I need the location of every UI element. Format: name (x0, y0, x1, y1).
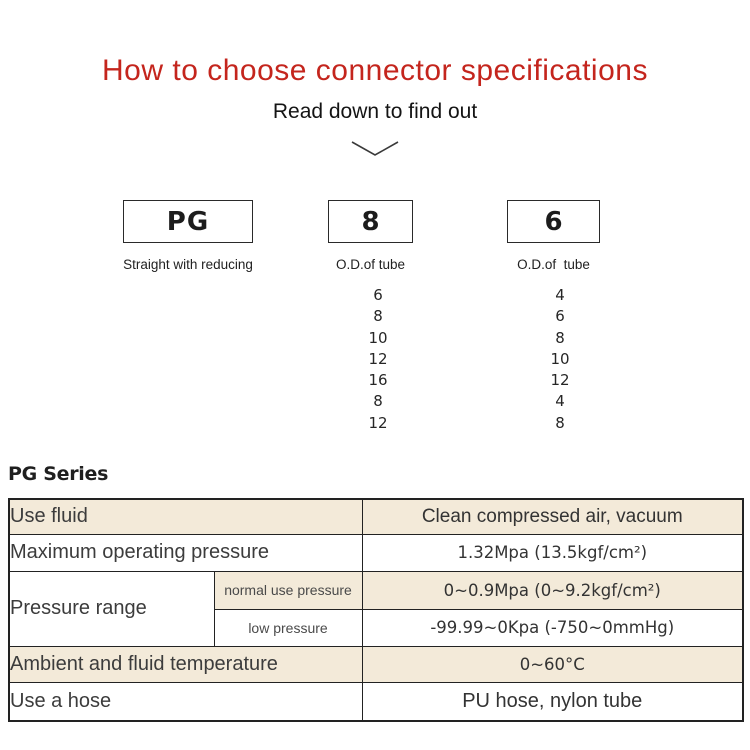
tube-size-option: 10 (368, 328, 388, 347)
row-value: -99.99~0Kpa (-750~0mmHg) (361, 608, 744, 647)
tube-size-option: 8 (555, 413, 565, 432)
chevron-down-icon (351, 141, 399, 156)
page-subtitle: Read down to find out (272, 100, 478, 123)
page-title: How to choose connector specifications (102, 54, 648, 87)
tube-size-option: 10 (550, 349, 570, 368)
row-sublabel: normal use pressure (213, 570, 363, 610)
tube-size-option: 8 (373, 307, 383, 326)
row-value: 0~60°C (361, 645, 744, 683)
row-label: Pressure range (8, 570, 215, 647)
tube-size-option: 16 (368, 371, 388, 390)
series-code-box: PG (123, 200, 253, 243)
tube-size-option: 4 (555, 392, 565, 411)
series-heading: PG Series (8, 463, 109, 485)
size-code-box-1: 8 (328, 200, 413, 243)
series-code: PG (166, 206, 210, 237)
table-row: Use fluid Clean compressed air, vacuum (8, 498, 744, 535)
series-code-caption: Straight with reducing (123, 257, 253, 272)
spec-table: Use fluid Clean compressed air, vacuum M… (8, 498, 744, 722)
row-label: Maximum operating pressure (8, 533, 363, 572)
tube-size-option: 6 (373, 286, 383, 304)
tube-size-options-1: 6 8 10 12 16 8 12 (330, 285, 426, 434)
tube-size-option: 12 (550, 371, 570, 390)
table-row: Ambient and fluid temperature 0~60°C (8, 645, 744, 683)
row-value: Clean compressed air, vacuum (361, 498, 744, 535)
table-row: Maximum operating pressure 1.32Mpa (13.5… (8, 533, 744, 572)
tube-size-option: 8 (555, 328, 565, 347)
table-row: low pressure -99.99~0Kpa (-750~0mmHg) (9, 608, 744, 647)
tube-size-option: 4 (555, 286, 565, 304)
tube-size-option: 12 (368, 349, 388, 368)
size-code-1: 8 (361, 206, 380, 237)
row-label: Use fluid (8, 498, 363, 535)
size-code-1-caption: O.D.of tube (335, 257, 406, 272)
row-value: 0~0.9Mpa (0~9.2kgf/cm²) (361, 570, 744, 610)
tube-size-option: 8 (373, 392, 383, 411)
size-code-2-caption: O.D.of tube (517, 257, 590, 272)
tube-size-options-2: 4 6 8 10 12 4 8 (512, 285, 608, 434)
row-sublabel: low pressure (213, 608, 363, 647)
table-row: Pressure range normal use pressure 0~0.9… (8, 570, 744, 647)
tube-size-option: 6 (555, 307, 565, 326)
row-label: Use a hose (8, 681, 363, 722)
table-row: Use a hose PU hose, nylon tube (8, 681, 744, 722)
size-code-2: 6 (544, 206, 563, 237)
row-value: PU hose, nylon tube (361, 681, 744, 722)
tube-size-option: 12 (368, 413, 388, 432)
size-code-box-2: 6 (507, 200, 600, 243)
row-value: 1.32Mpa (13.5kgf/cm²) (361, 533, 744, 572)
row-label: Ambient and fluid temperature (8, 645, 363, 683)
